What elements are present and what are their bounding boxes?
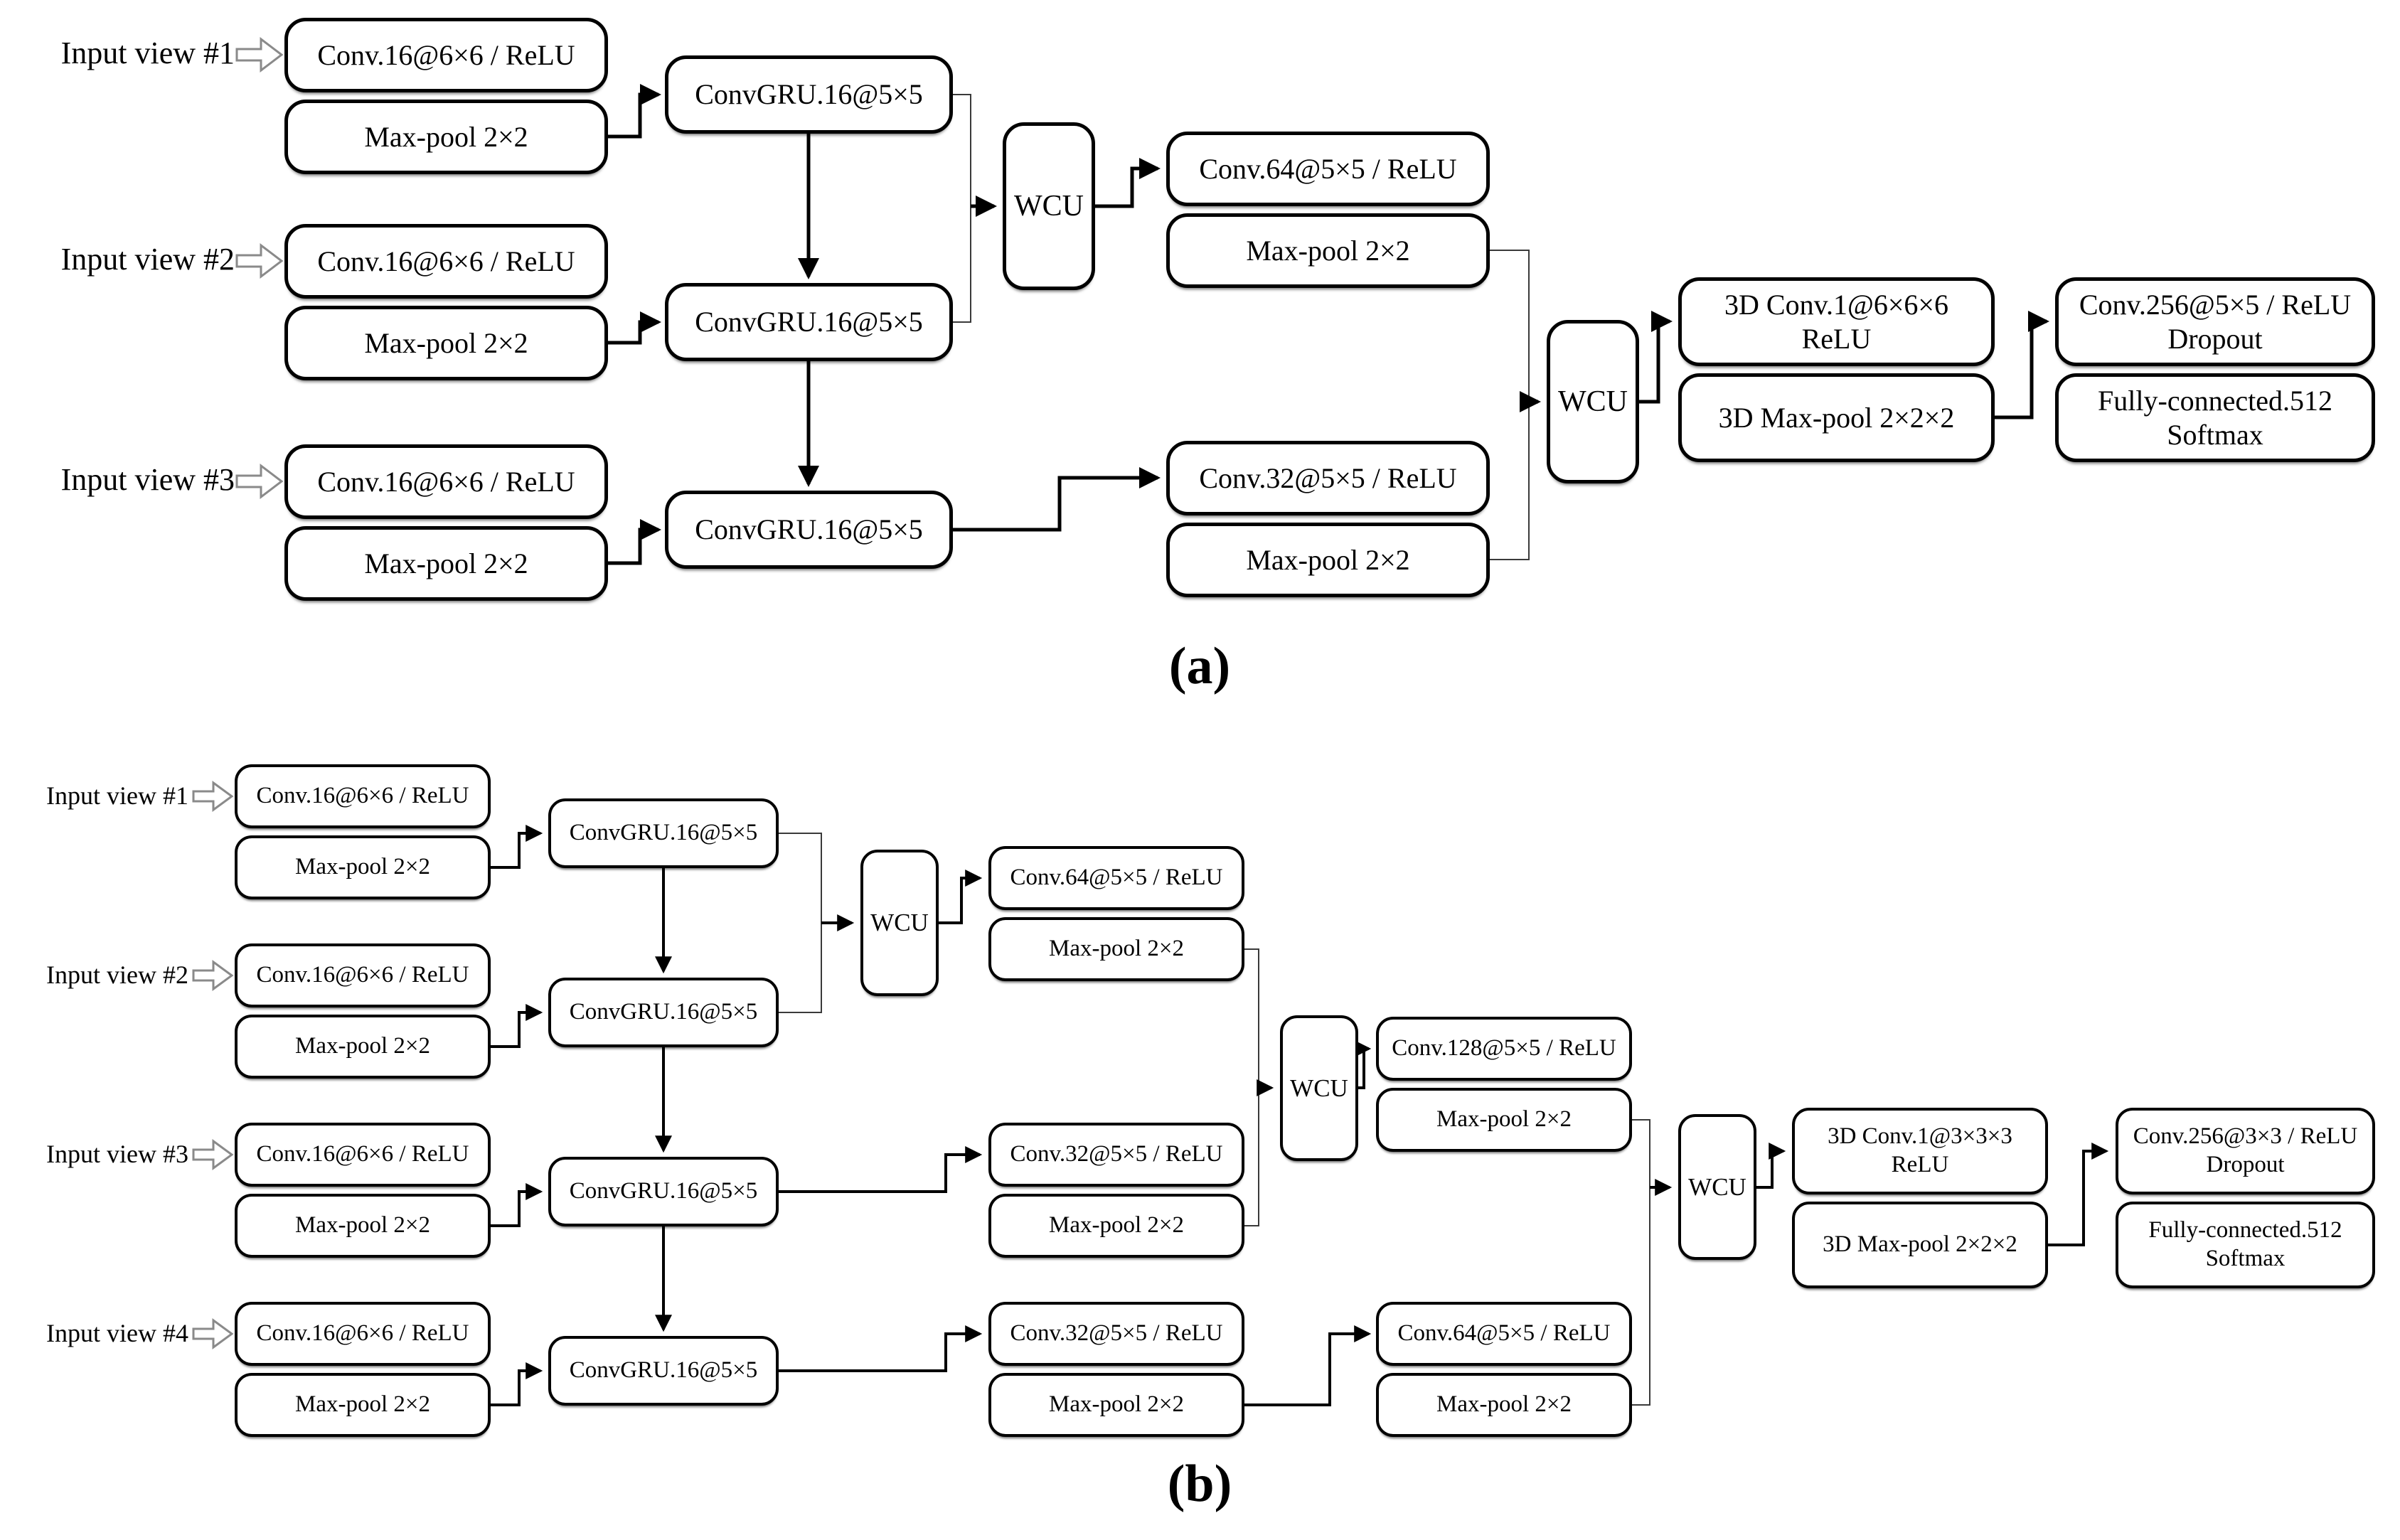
node-convgru-b3: ConvGRU.16@5×5 [548,1157,779,1226]
node-convgru-a2: ConvGRU.16@5×5 [665,283,953,361]
node-maxpool3d-b: 3D Max-pool 2×2×2 [1792,1202,2048,1288]
edge-gru3-conv32-b [779,1146,983,1193]
node-maxpool-conv32-a: Max-pool 2×2 [1166,523,1490,597]
node-conv16-a1: Conv.16@6×6 / ReLU [284,18,608,92]
node-conv32-b4: Conv.32@5×5 / ReLU [988,1302,1244,1366]
bracket-gru-to-wcu1-b [779,833,822,1013]
bracket-pools-to-wcu2-b [1244,948,1259,1226]
input-label-b4: Input view #4 [46,1319,188,1347]
input-label-b3: Input view #3 [46,1140,188,1168]
bracket-pools-to-wcu2-a [1490,250,1530,560]
node-convgru-b4: ConvGRU.16@5×5 [548,1336,779,1406]
node-convgru-a1: ConvGRU.16@5×5 [665,55,953,134]
input-arrow-icon [192,1139,234,1170]
bracket-pools-to-wcu3-b [1632,1119,1650,1406]
node-maxpool-conv32-b3: Max-pool 2×2 [988,1194,1244,1258]
input-arrow-icon [235,36,284,73]
node-maxpool-b1: Max-pool 2×2 [235,835,491,899]
node-conv32-a: Conv.32@5×5 / ReLU [1166,441,1490,515]
node-maxpool-conv128-b: Max-pool 2×2 [1376,1088,1632,1152]
node-conv16-a3: Conv.16@6×6 / ReLU [284,444,608,519]
edge-wcu2-conv128-b [1354,1040,1372,1089]
node-maxpool-conv64-b4: Max-pool 2×2 [1376,1373,1632,1437]
caption-a: (a) [1168,637,1231,695]
input-arrow-icon [235,463,284,500]
node-conv64-b: Conv.64@5×5 / ReLU [988,846,1244,910]
node-convgru-b1: ConvGRU.16@5×5 [548,798,779,868]
caption-b: (b) [1167,1455,1232,1513]
edge-mp2-gru2-a [608,311,662,345]
edge-mp32r4-conv64r4-b [1244,1325,1372,1406]
edge-mp2-gru2-b [491,1004,543,1048]
input-label-b2: Input view #2 [46,961,188,989]
node-conv3d-a: 3D Conv.1@6×6×6 ReLU [1678,277,1995,366]
node-conv16-b2: Conv.16@6×6 / ReLU [235,943,491,1007]
node-maxpool-a2: Max-pool 2×2 [284,306,608,380]
input-label-b1: Input view #1 [46,781,188,810]
node-maxpool-conv64-a: Max-pool 2×2 [1166,213,1490,288]
edge-mp3d-conv256-b [2048,1143,2109,1246]
node-conv256-b: Conv.256@3×3 / ReLU Dropout [2116,1108,2375,1194]
input-label-a2: Input view #2 [60,242,235,277]
node-wcu2-a: WCU [1547,320,1639,483]
node-maxpool-b3: Max-pool 2×2 [235,1194,491,1258]
edge-wcu1-conv64-b [939,870,983,924]
input-arrow-icon [235,242,284,279]
node-fc-b: Fully-connected.512 Softmax [2116,1202,2375,1288]
node-conv64-b4: Conv.64@5×5 / ReLU [1376,1302,1632,1366]
node-conv3d-b: 3D Conv.1@3×3×3 ReLU [1792,1108,2048,1194]
input-arrow-icon [192,781,234,812]
node-maxpool-b2: Max-pool 2×2 [235,1015,491,1079]
node-conv128-b: Conv.128@5×5 / ReLU [1376,1017,1632,1081]
node-maxpool-a3: Max-pool 2×2 [284,526,608,601]
input-label-a1: Input view #1 [60,36,235,70]
node-wcu1-a: WCU [1003,122,1095,290]
edge-mp1-gru1-a [608,84,662,139]
bracket-gru-to-wcu1-a [953,94,971,323]
node-fc-a: Fully-connected.512 Softmax [2055,373,2375,462]
node-wcu2-b: WCU [1280,1015,1358,1161]
node-convgru-a3: ConvGRU.16@5×5 [665,491,953,569]
node-conv16-b1: Conv.16@6×6 / ReLU [235,764,491,828]
edge-wcu1-conv64-a [1095,158,1161,208]
node-wcu1-b: WCU [860,850,939,996]
node-conv16-a2: Conv.16@6×6 / ReLU [284,224,608,299]
node-maxpool-conv64-b: Max-pool 2×2 [988,917,1244,981]
node-conv256-a: Conv.256@5×5 / ReLU Dropout [2055,277,2375,366]
node-conv16-b4: Conv.16@6×6 / ReLU [235,1302,491,1366]
node-maxpool-conv32-b4: Max-pool 2×2 [988,1373,1244,1437]
node-maxpool-a1: Max-pool 2×2 [284,100,608,174]
edge-mp3-gru3-a [608,519,662,565]
edge-mp1-gru1-b [491,825,543,869]
edge-gru4-conv32-b [779,1325,983,1372]
edge-mp3d-conv256-a [1995,311,2050,419]
input-label-a3: Input view #3 [60,462,235,497]
edge-gru3-conv32-a [953,467,1161,532]
edge-wcu2-conv3d-a [1639,311,1673,404]
node-maxpool-b4: Max-pool 2×2 [235,1373,491,1437]
node-convgru-b2: ConvGRU.16@5×5 [548,978,779,1047]
node-conv32-b3: Conv.32@5×5 / ReLU [988,1123,1244,1187]
edge-mp3-gru3-b [491,1183,543,1227]
node-conv16-b3: Conv.16@6×6 / ReLU [235,1123,491,1187]
node-conv64-a: Conv.64@5×5 / ReLU [1166,132,1490,206]
edge-wcu3-conv3d-b [1756,1143,1786,1189]
input-arrow-icon [192,960,234,991]
input-arrow-icon [192,1318,234,1349]
node-wcu3-b: WCU [1678,1114,1756,1260]
edge-mp4-gru4-b [491,1362,543,1406]
node-maxpool3d-a: 3D Max-pool 2×2×2 [1678,373,1995,462]
